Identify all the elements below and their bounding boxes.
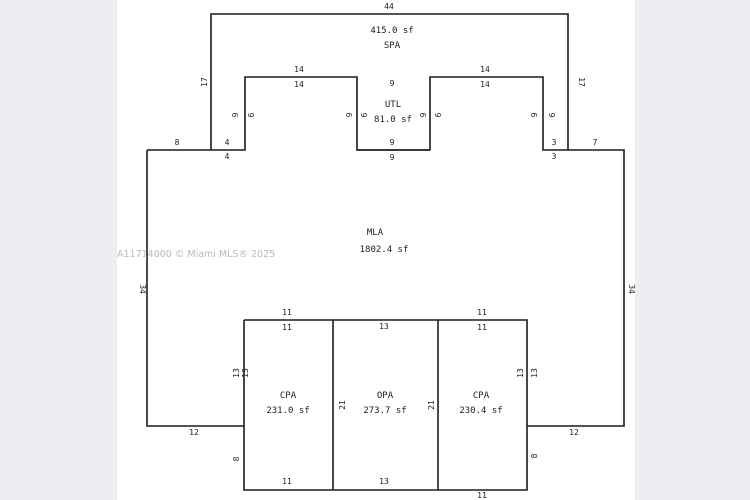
dim-opa-right: 21 bbox=[427, 400, 436, 410]
dim-cpa-left-side-outer: 13 bbox=[232, 368, 241, 378]
dim-utl-bottom-inner: 9 bbox=[390, 138, 395, 147]
dim-spa-right: 17 bbox=[577, 77, 586, 87]
spa-area: 415.0 sf bbox=[370, 26, 413, 36]
dim-utl-left-outer: 9 bbox=[345, 112, 354, 117]
dim-mla-bottom-left: 12 bbox=[189, 428, 199, 437]
dim-utl-top: 9 bbox=[390, 79, 395, 88]
utl-label: UTL bbox=[385, 100, 401, 110]
dim-cpa-right-side-inner: 13 bbox=[516, 368, 525, 378]
floor-plan-sheet: A11714000 © Miami MLS® 2025 415.0 sf SPA… bbox=[117, 0, 635, 500]
cpa-left-label: CPA bbox=[280, 391, 297, 401]
cpa-left-area: 231.0 sf bbox=[266, 406, 309, 416]
dim-cpa-right-top-inner: 11 bbox=[477, 323, 487, 332]
dim-cpa-left-top-outer: 11 bbox=[282, 308, 292, 317]
spa-outline bbox=[210, 13, 569, 150]
dim-spa-top: 44 bbox=[384, 2, 394, 11]
dim-spa-left: 17 bbox=[200, 77, 209, 87]
opa-label: OPA bbox=[377, 391, 394, 401]
mla-area: 1802.4 sf bbox=[360, 245, 409, 255]
dim-utl-right-inner: 9 bbox=[419, 112, 428, 117]
dim-mla-step-left-bottom: 4 bbox=[225, 152, 230, 161]
dim-utl-left-inner: 9 bbox=[359, 113, 368, 118]
dim-spa-inner-top-left-inner: 14 bbox=[294, 80, 304, 89]
dim-spa-inner-top-left-outer: 14 bbox=[294, 65, 304, 74]
dim-spa-inner-top-right-outer: 14 bbox=[480, 65, 490, 74]
dim-cpa-left-lower: 8 bbox=[232, 456, 241, 461]
dim-mla-step-right-bottom: 3 bbox=[552, 152, 557, 161]
dim-spa-left-stem: 9 bbox=[231, 112, 240, 117]
dim-cpa-left-side-inner: 13 bbox=[241, 368, 250, 378]
floor-plan-sketch: A11714000 © Miami MLS® 2025 415.0 sf SPA… bbox=[117, 2, 635, 500]
dim-opa-bottom: 13 bbox=[379, 477, 389, 486]
dim-mla-right-top: 7 bbox=[593, 138, 598, 147]
dim-opa-left: 21 bbox=[338, 400, 347, 410]
dim-spa-inner-right: 9 bbox=[530, 112, 539, 117]
dim-cpa-right-bottom: 11 bbox=[477, 491, 487, 500]
dim-mla-step-right-top: 3 bbox=[552, 138, 557, 147]
dim-cpa-left-bottom: 11 bbox=[282, 477, 292, 486]
watermark: A11714000 © Miami MLS® 2025 bbox=[117, 249, 275, 260]
spa-label: SPA bbox=[384, 41, 401, 51]
dim-utl-right-outer: 9 bbox=[433, 113, 442, 118]
dim-cpa-right-lower: 8 bbox=[530, 453, 539, 458]
utl-area: 81.0 sf bbox=[374, 115, 412, 125]
dim-mla-left: 34 bbox=[138, 284, 147, 294]
dim-spa-inner-left: 9 bbox=[246, 113, 255, 118]
cpa-right-label: CPA bbox=[473, 391, 490, 401]
dim-cpa-right-side-outer: 13 bbox=[530, 368, 539, 378]
mla-label: MLA bbox=[367, 228, 384, 238]
cpa-right-area: 230.4 sf bbox=[459, 406, 502, 416]
dim-cpa-left-top-inner: 11 bbox=[282, 323, 292, 332]
dim-utl-bottom-outer: 9 bbox=[390, 153, 395, 162]
dim-opa-top: 13 bbox=[379, 322, 389, 331]
dim-mla-left-top: 8 bbox=[175, 138, 180, 147]
dim-mla-right: 34 bbox=[627, 284, 635, 294]
dim-mla-bottom-right: 12 bbox=[569, 428, 579, 437]
mla-left-outline bbox=[146, 150, 244, 427]
porch-outline bbox=[243, 319, 528, 491]
opa-area: 273.7 sf bbox=[363, 406, 406, 416]
dim-spa-inner-top-right-inner: 14 bbox=[480, 80, 490, 89]
mla-top-outline bbox=[147, 76, 625, 427]
dim-spa-right-stem: 9 bbox=[547, 113, 556, 118]
dim-cpa-right-top-outer: 11 bbox=[477, 308, 487, 317]
dim-mla-step-left-top: 4 bbox=[225, 138, 230, 147]
